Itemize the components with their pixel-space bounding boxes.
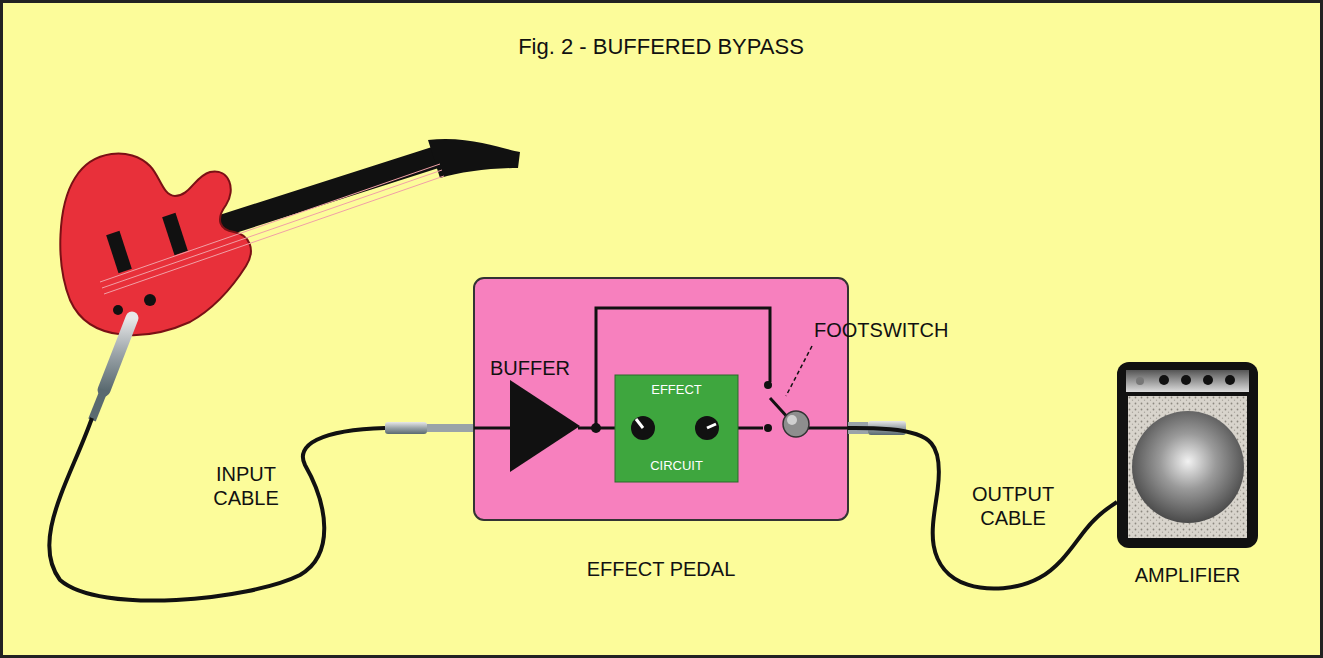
part-label: INPUT CABLE	[196, 462, 296, 510]
node-text: CIRCUIT	[650, 459, 703, 474]
junction-dot	[591, 423, 601, 433]
pedal-housing	[474, 278, 848, 520]
switch-contact	[764, 381, 772, 389]
guitar-drawing	[60, 139, 520, 420]
effect-board	[615, 375, 738, 482]
input-plug	[385, 422, 427, 434]
leader-line	[786, 346, 812, 396]
input-plug-tip	[427, 424, 475, 432]
node-heading: EFFECT	[651, 383, 702, 398]
buffer-symbol	[510, 380, 580, 472]
amplifier-drawing	[1117, 362, 1258, 548]
knob	[695, 416, 719, 440]
cable-label: OUTPUT CABLE	[958, 482, 1068, 530]
figure-title: Fig. 2 - BUFFERED BYPASS	[518, 34, 804, 59]
part-label: FOOTSWITCH	[814, 318, 964, 342]
knob	[631, 416, 655, 440]
effect-pedal: EFFECT PEDALEFFECTCIRCUIT	[474, 278, 848, 520]
amplifier: AMPLIFIER	[1117, 362, 1258, 548]
footswitch-knob	[783, 411, 809, 437]
switch-contact	[764, 424, 772, 432]
output-cable	[848, 428, 1117, 589]
effect-circuit: EFFECT CIRCUIT	[615, 375, 738, 482]
input-cable	[49, 418, 385, 601]
node-heading: EFFECT PEDAL	[587, 558, 736, 581]
part-label: BUFFER	[490, 356, 600, 380]
node-heading: AMPLIFIER	[1135, 564, 1241, 587]
